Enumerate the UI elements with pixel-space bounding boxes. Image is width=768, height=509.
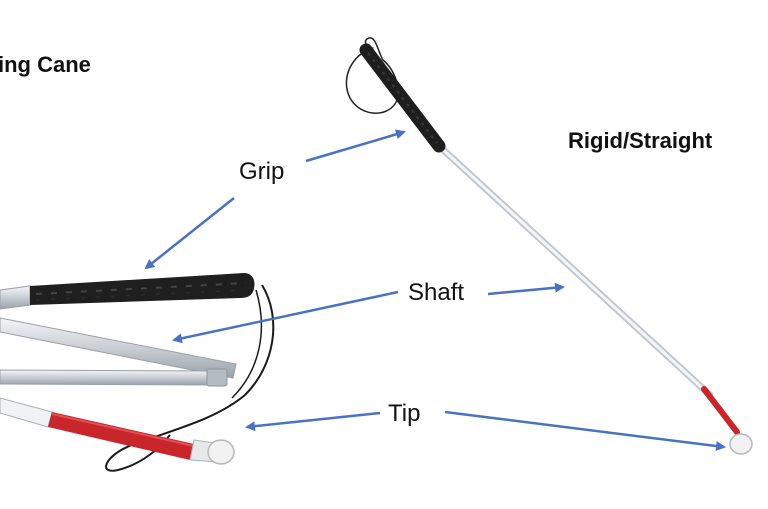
folding-cane-segment-4 [0, 397, 53, 428]
shaft-arrow-folding [172, 290, 399, 344]
folding-cane-tip [207, 439, 235, 465]
grip-arrow-rigid [305, 129, 406, 163]
grip-label: Grip [239, 158, 285, 185]
tip-arrow-rigid [444, 410, 726, 451]
arrows [144, 129, 726, 451]
tip-arrow-folding [245, 411, 381, 432]
shaft-label: Shaft [408, 279, 465, 306]
rigid-cane-title: Rigid/Straight [568, 128, 713, 153]
rigid-cane-red-band [701, 386, 740, 435]
folding-cane-red-band [48, 412, 194, 460]
rigid-cane [345, 37, 753, 455]
folding-cane [0, 273, 275, 472]
folding-cane-segment-1 [0, 285, 31, 310]
rigid-cane-tip [729, 433, 753, 455]
shaft-arrow-rigid [487, 282, 565, 296]
tip-label: Tip [388, 400, 421, 427]
folding-cane-segment-2 [0, 317, 237, 379]
folding-cane-title: ing Cane [0, 52, 91, 77]
grip-arrow-folding [144, 197, 235, 270]
folding-cane-segment-3 [0, 369, 223, 386]
